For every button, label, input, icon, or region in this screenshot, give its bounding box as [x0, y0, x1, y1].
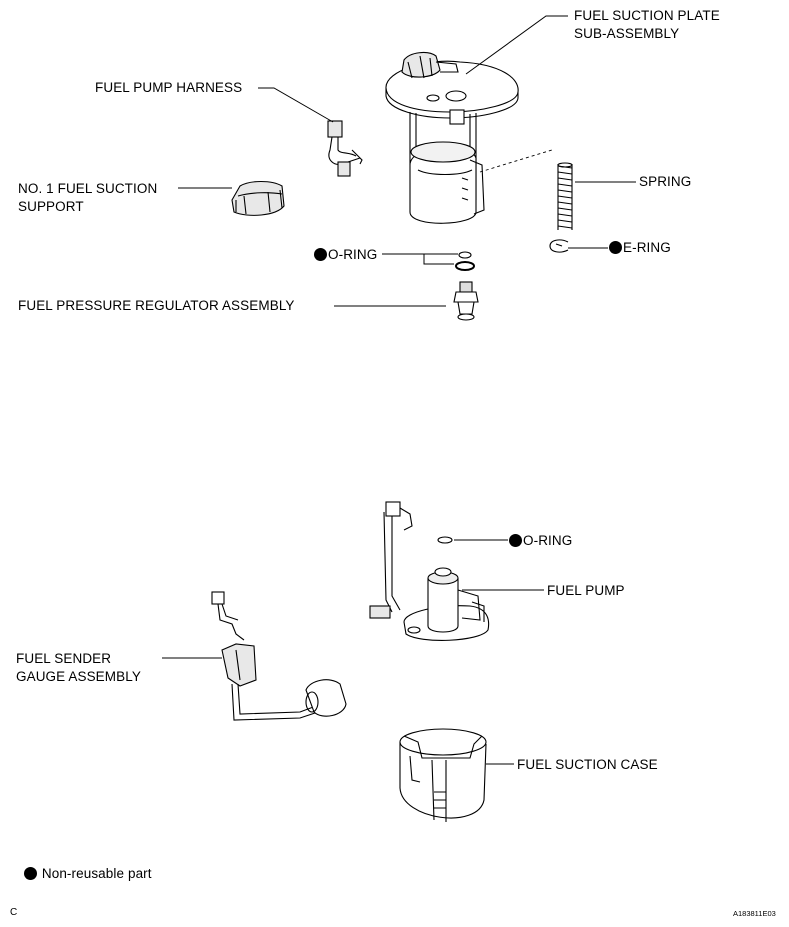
label-fuel-suction-plate-line2: SUB-ASSEMBLY	[574, 26, 680, 41]
label-fuel-pump: FUEL PUMP	[547, 583, 625, 598]
label-fuel-sender-line1: FUEL SENDER	[16, 651, 112, 666]
label-no1-fuel-suction-line2: SUPPORT	[18, 199, 84, 214]
non-reusable-dot-icon	[24, 867, 37, 880]
non-reusable-dot-icon	[509, 534, 522, 547]
o-ring-small-drawing	[458, 251, 472, 259]
label-e-ring: E-RING	[609, 239, 671, 257]
legend-non-reusable: Non-reusable part	[24, 865, 152, 883]
label-fuel-sender-gauge: FUEL SENDER GAUGE ASSEMBLY	[16, 650, 141, 686]
fuel-pump-assembly-drawing	[369, 501, 490, 641]
label-o-ring-top-text: O-RING	[328, 247, 378, 262]
no1-fuel-suction-support-drawing	[231, 180, 285, 216]
figure-code: A183811E03	[733, 909, 776, 918]
label-no1-fuel-suction-line1: NO. 1 FUEL SUCTION	[18, 181, 158, 196]
non-reusable-dot-icon	[609, 241, 622, 254]
label-no1-fuel-suction-support: NO. 1 FUEL SUCTION SUPPORT	[18, 180, 157, 216]
o-ring-bottom-drawing	[437, 536, 453, 544]
corner-letter: C	[10, 907, 18, 918]
label-spring: SPRING	[639, 174, 692, 189]
label-e-ring-text: E-RING	[623, 240, 671, 255]
fuel-sender-gauge-drawing	[211, 591, 347, 721]
e-ring-drawing	[549, 239, 569, 253]
label-fuel-pressure-regulator: FUEL PRESSURE REGULATOR ASSEMBLY	[18, 298, 295, 313]
label-fuel-suction-case: FUEL SUCTION CASE	[517, 757, 658, 772]
fuel-suction-plate-assembly-drawing	[385, 51, 519, 224]
spring-drawing	[557, 162, 573, 230]
leader-lines	[162, 15, 636, 765]
fuel-pump-harness-drawing	[327, 120, 363, 177]
non-reusable-dot-icon	[314, 248, 327, 261]
label-fuel-pump-harness: FUEL PUMP HARNESS	[95, 80, 243, 95]
label-fuel-suction-plate-line1: FUEL SUCTION PLATE	[574, 8, 720, 23]
label-fuel-suction-plate: FUEL SUCTION PLATE SUB-ASSEMBLY	[574, 7, 720, 43]
o-ring-large-drawing	[455, 261, 475, 271]
fuel-pressure-regulator-drawing	[453, 281, 479, 321]
label-o-ring-top: O-RING	[314, 246, 377, 264]
legend-non-reusable-text: Non-reusable part	[41, 866, 152, 881]
label-o-ring-bottom: O-RING	[509, 532, 572, 550]
label-fuel-sender-line2: GAUGE ASSEMBLY	[16, 669, 141, 684]
label-o-ring-bottom-text: O-RING	[523, 533, 573, 548]
fuel-suction-case-drawing	[399, 728, 487, 822]
